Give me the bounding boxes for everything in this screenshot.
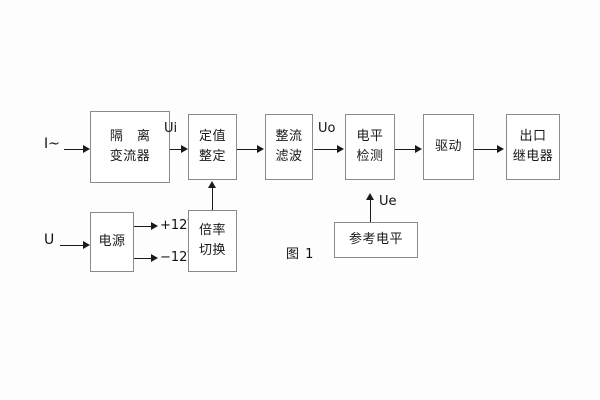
block-drive: 驱动 xyxy=(423,114,474,180)
block-multiplier-switch: 倍率 切换 xyxy=(188,210,237,272)
block-rectify-filter-line2: 滤波 xyxy=(275,149,303,164)
connector-setting-to-rectify xyxy=(237,149,258,150)
arrowhead-drive-to-relay xyxy=(497,144,504,153)
connector-current-to-isolation xyxy=(64,149,84,150)
connector-level-to-drive xyxy=(395,149,416,150)
block-level-detect: 电平 检测 xyxy=(345,114,395,180)
connector-reference-to-level xyxy=(370,200,371,222)
block-drive-line1: 驱动 xyxy=(434,138,462,154)
connector-power-rail-positive xyxy=(134,226,152,227)
block-reference-level-line1: 参考电平 xyxy=(348,231,403,247)
arrowhead-isolation-to-setting xyxy=(181,144,188,153)
input-label-voltage: U xyxy=(44,232,55,248)
block-setting-value: 定值 整定 xyxy=(188,114,237,180)
block-multiplier-switch-line1: 倍率 xyxy=(198,222,226,238)
arrowhead-voltage-to-power xyxy=(83,240,90,249)
arrowhead-rectify-to-level xyxy=(337,144,344,153)
block-setting-value-line2: 整定 xyxy=(198,149,226,164)
arrowhead-setting-to-rectify xyxy=(257,144,264,153)
figure-caption: 图 1 xyxy=(286,247,315,262)
connector-rectify-to-level xyxy=(314,149,338,150)
block-output-relay-line1: 出口 xyxy=(519,128,547,144)
signal-label-ui: Ui xyxy=(164,121,178,136)
block-rectify-filter-line1: 整流 xyxy=(275,128,303,144)
signal-label-rail-positive: +12V xyxy=(160,218,197,233)
block-power-supply-line1: 电源 xyxy=(98,233,126,249)
connector-voltage-to-power xyxy=(60,245,84,246)
block-level-detect-line1: 电平 xyxy=(356,128,384,144)
block-setting-value-line1: 定值 xyxy=(198,128,226,144)
block-output-relay: 出口 继电器 xyxy=(506,114,560,180)
block-isolation-transformer-line2: 变流器 xyxy=(109,149,151,164)
connector-isolation-to-setting xyxy=(170,149,182,150)
input-label-current: I~ xyxy=(44,136,60,152)
block-output-relay-line2: 继电器 xyxy=(512,149,554,164)
signal-label-ue: Ue xyxy=(379,194,397,209)
block-power-supply: 电源 xyxy=(90,212,134,272)
block-reference-level: 参考电平 xyxy=(334,222,418,258)
connector-drive-to-relay xyxy=(474,149,498,150)
arrowhead-level-to-drive xyxy=(415,144,422,153)
signal-label-uo: Uo xyxy=(318,121,336,136)
block-multiplier-switch-line2: 切换 xyxy=(198,243,226,258)
arrowhead-reference-to-level xyxy=(365,193,374,200)
arrowhead-multiplier-to-setting xyxy=(207,181,216,188)
arrowhead-power-rail-negative xyxy=(151,253,158,262)
block-level-detect-line2: 检测 xyxy=(356,149,384,164)
signal-label-rail-negative: −12V xyxy=(160,250,197,265)
connector-multiplier-to-setting xyxy=(212,188,213,210)
block-isolation-transformer: 隔 离 变流器 xyxy=(90,111,170,183)
block-isolation-transformer-line1: 隔 离 xyxy=(109,128,156,144)
connector-power-rail-negative xyxy=(134,258,152,259)
arrowhead-current-to-isolation xyxy=(83,144,90,153)
block-rectify-filter: 整流 滤波 xyxy=(265,114,313,180)
arrowhead-power-rail-positive xyxy=(151,221,158,230)
